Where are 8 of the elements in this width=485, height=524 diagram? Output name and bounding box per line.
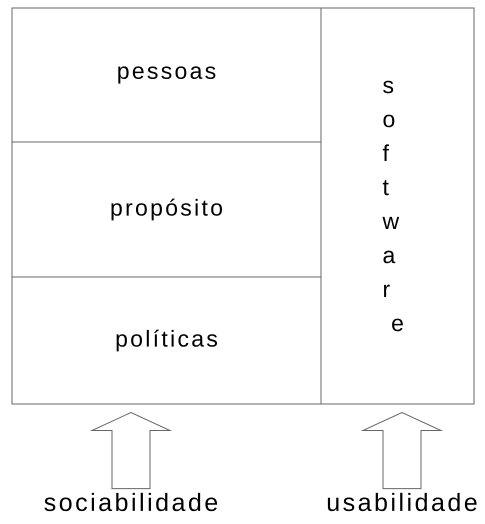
- label-text: usabilidade: [328, 492, 477, 512]
- hollow-arrow: [360, 412, 444, 490]
- hollow-arrow: [90, 412, 172, 490]
- vertical-text-box: software: [320, 8, 474, 404]
- label-text: sociabilidade: [44, 492, 218, 512]
- text-box: políticas: [12, 276, 322, 404]
- text-box: pessoas: [12, 8, 322, 142]
- text-box: propósito: [12, 142, 322, 278]
